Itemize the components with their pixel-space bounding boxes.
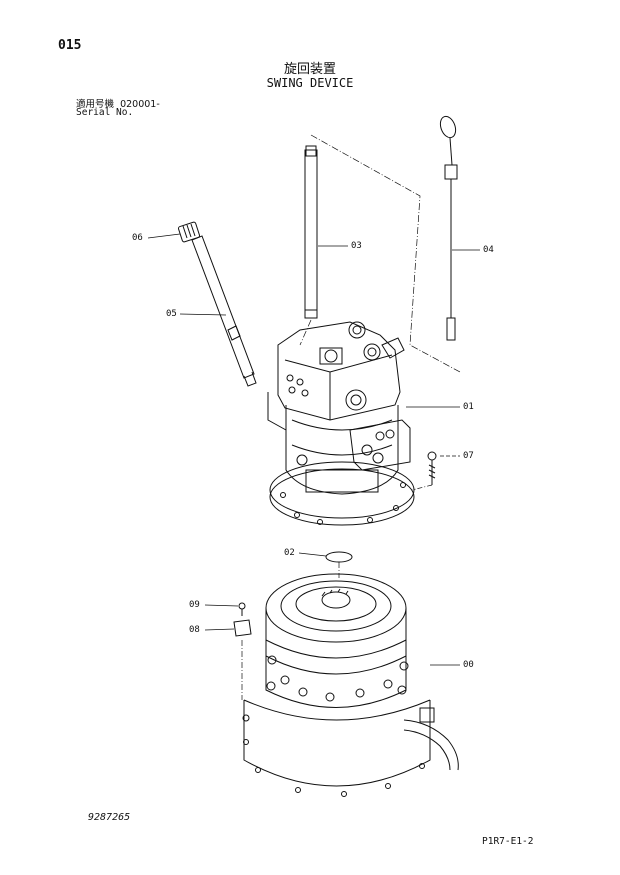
o-ring-part-02 [325,551,353,563]
part-label-07: 07 [463,451,474,461]
serial-value: 020001- [120,99,160,110]
pipe-part-03 [304,145,318,319]
serial-label-jp-text: 適用号機 [76,99,115,110]
part-label-00: 00 [463,660,474,670]
level-gauge-cap [177,221,201,243]
page-number: 015 [58,38,82,53]
swing-reduction-gear [242,573,459,797]
part-label-01: 01 [463,402,474,412]
swing-motor-assembly [267,321,415,526]
part-label-08: 08 [189,625,200,635]
page-code: P1R7-E1-2 [482,836,534,847]
part-label-06: 06 [132,233,143,243]
serial-label-english: Serial No. [76,107,134,118]
name-plate-part-08 [233,619,252,637]
part-label-09: 09 [189,600,200,610]
level-gauge-pipe [191,235,257,387]
part-label-02: 02 [284,548,295,558]
serial-label-japanese: 適用号機 020001- [76,96,160,110]
title-japanese: 旋回装置 [283,62,336,77]
bolt-part-07 [411,451,437,491]
part-label-04: 04 [483,245,494,255]
part-label-03: 03 [351,241,362,251]
assembly-leader-03 [310,134,461,373]
dipstick-part-04 [439,115,458,341]
screw-part-09 [238,602,246,616]
title-english: SWING DEVICE [266,76,354,90]
part-label-05: 05 [166,309,177,319]
document-number: 9287265 [88,812,131,823]
leader-lines [147,233,480,666]
